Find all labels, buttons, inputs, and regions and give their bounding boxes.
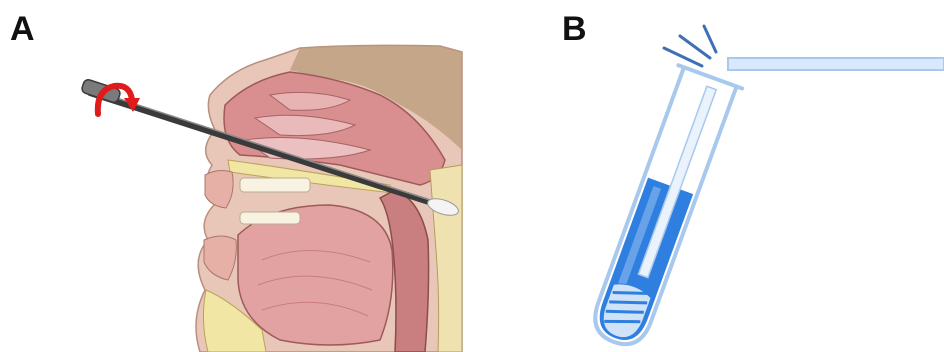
test-tube <box>582 65 742 352</box>
tongue <box>238 205 393 345</box>
lower-teeth <box>240 212 300 224</box>
snap-lines-icon <box>664 26 716 66</box>
upper-lip <box>205 171 233 208</box>
test-tube-illustration <box>560 0 944 352</box>
upper-teeth <box>240 178 310 192</box>
head-section-illustration <box>0 0 470 352</box>
broken-swab-shaft <box>728 58 944 70</box>
